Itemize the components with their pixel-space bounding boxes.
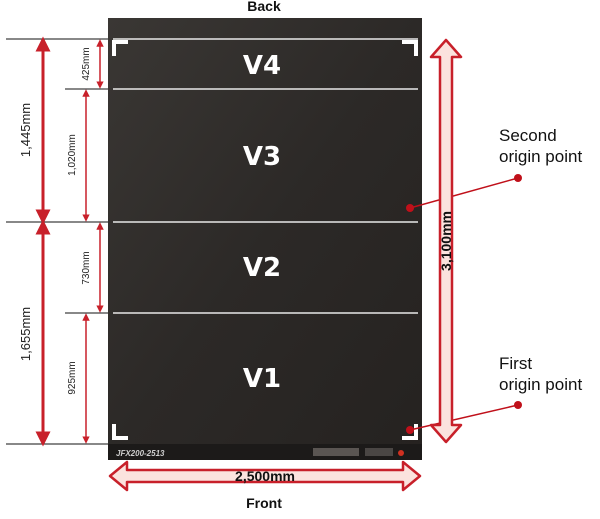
v2-height-label: 730mm: [81, 251, 92, 284]
status-light: [398, 450, 404, 456]
zone-label-v4: V4: [243, 51, 281, 81]
control-panel: [313, 448, 359, 456]
zone-label-v3: V3: [243, 142, 281, 172]
total-length-label: 3,100mm: [438, 211, 454, 271]
first-origin-label-line2: origin point: [499, 375, 582, 394]
corner-mark-bottom-left: [112, 424, 128, 440]
extension-lines: [6, 38, 108, 445]
corner-mark-top-right: [402, 40, 418, 56]
model-label: JFX200-2513: [116, 449, 165, 458]
corner-mark-top-left: [112, 40, 128, 56]
back-label: Back: [247, 0, 281, 14]
total-width-arrow: [108, 460, 422, 492]
first-origin-label-line1: First: [499, 354, 532, 373]
front-label: Front: [246, 495, 282, 511]
table-bed: [108, 18, 422, 460]
zone-label-v2: V2: [243, 253, 281, 283]
v1-height-label: 925mm: [67, 361, 78, 394]
total-length-arrow: [429, 38, 463, 444]
control-panel-buttons: [365, 448, 393, 456]
lower-total-label: 1,655mm: [18, 307, 33, 361]
zone-label-v1: V1: [243, 364, 281, 394]
second-origin-leader: [409, 177, 519, 209]
inner-dimension-arrows: [82, 39, 104, 444]
second-origin-leader-end: [514, 174, 522, 182]
zone-dividers: [113, 38, 418, 314]
first-origin-leader: [409, 404, 519, 431]
second-origin-label-line1: Second: [499, 126, 557, 145]
total-width-label: 2,500mm: [235, 468, 295, 484]
v3-height-label: 1,020mm: [67, 134, 78, 176]
first-origin-leader-end: [514, 401, 522, 409]
upper-total-label: 1,445mm: [18, 103, 33, 157]
second-origin-label-line2: origin point: [499, 147, 582, 166]
v4-height-label: 425mm: [81, 47, 92, 80]
